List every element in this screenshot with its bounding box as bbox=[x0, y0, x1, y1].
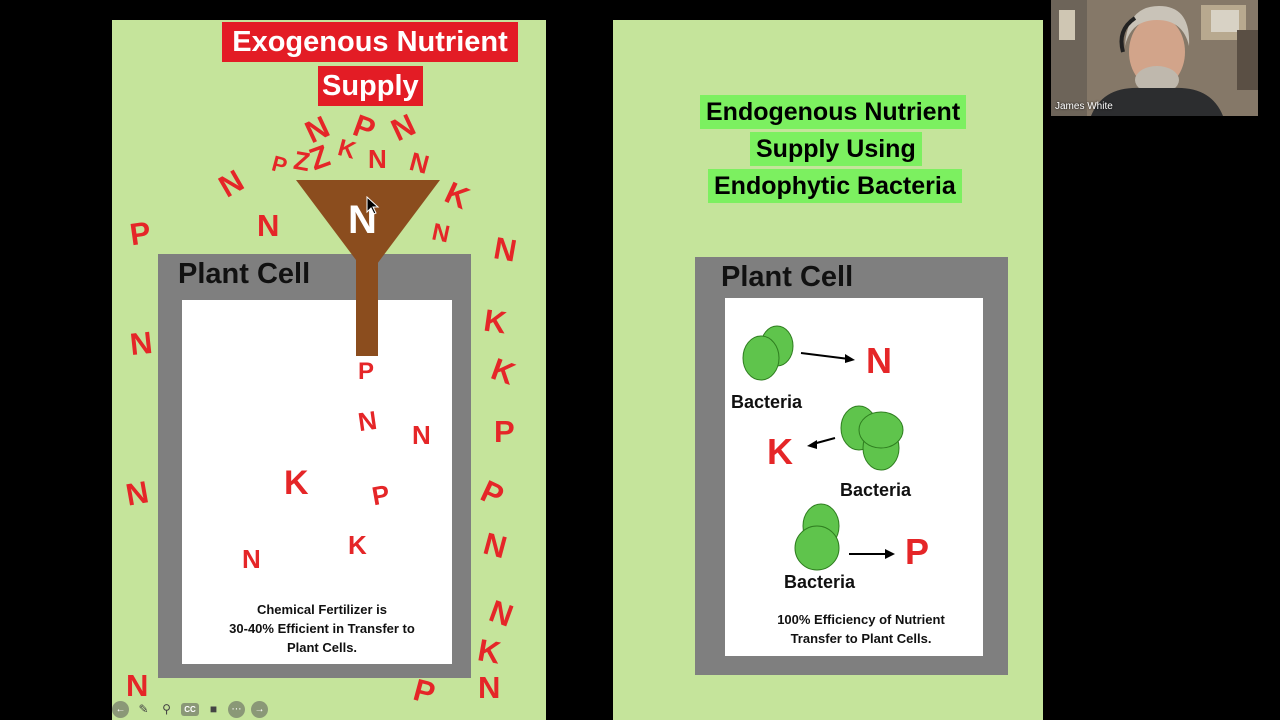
funnel-cone bbox=[296, 180, 440, 276]
endogenous-title-line2: Supply Using bbox=[750, 132, 922, 166]
letter-n: N bbox=[385, 106, 421, 149]
letter-p: P bbox=[127, 214, 154, 253]
letter-z: Z bbox=[291, 144, 313, 178]
caption-line: Plant Cells. bbox=[286, 640, 358, 655]
letter-n: N bbox=[491, 230, 520, 269]
letter-n: K bbox=[348, 530, 367, 560]
arrow-right-icon bbox=[800, 352, 855, 363]
caption-line: 100% Efficiency of Nutrient bbox=[777, 612, 945, 627]
letter-p: P bbox=[494, 414, 515, 449]
nutrient-n: N bbox=[866, 340, 892, 381]
letter-p: P bbox=[409, 671, 439, 712]
endogenous-title-line3: Endophytic Bacteria bbox=[708, 169, 962, 203]
letter-k: K bbox=[334, 134, 359, 165]
arrow-right-icon bbox=[849, 549, 895, 559]
webcam-thumbnail[interactable]: James White bbox=[1051, 0, 1258, 116]
letter-n: N bbox=[412, 420, 431, 450]
letter-n: K bbox=[486, 351, 520, 392]
letter-n: N bbox=[126, 668, 149, 703]
letter-n: N bbox=[478, 670, 501, 705]
funnel-spout bbox=[356, 260, 378, 356]
more-icon[interactable]: ⋯ bbox=[228, 700, 245, 718]
letter-n: N bbox=[484, 593, 518, 634]
nutrient-p: P bbox=[905, 531, 930, 572]
exogenous-title-line2: Supply bbox=[318, 66, 423, 106]
bacteria-label: Bacteria bbox=[731, 392, 803, 412]
participant-name: James White bbox=[1055, 101, 1113, 112]
letter-n: N bbox=[257, 208, 280, 243]
presentation-toolbar: ← ✎ ⚲ CC ■ ⋯ → bbox=[112, 699, 268, 719]
video-icon[interactable]: ■ bbox=[209, 702, 218, 716]
fertilizer-caption: Chemical Fertilizer is 30-40% Efficient … bbox=[202, 600, 442, 657]
caption-line: Transfer to Plant Cells. bbox=[790, 631, 932, 646]
plant-cell-label: Plant Cell bbox=[178, 258, 311, 290]
caption-line: 30-40% Efficient in Transfer to bbox=[229, 621, 415, 636]
endogenous-title-line1: Endogenous Nutrient bbox=[700, 95, 967, 129]
participant-video bbox=[1051, 0, 1258, 116]
letter-k: K bbox=[439, 174, 475, 217]
cc-icon[interactable]: CC bbox=[181, 702, 199, 716]
letter-n: P bbox=[475, 473, 510, 514]
letter-n: N bbox=[406, 146, 433, 180]
forward-icon[interactable]: → bbox=[251, 700, 268, 718]
letter-n: N bbox=[212, 162, 250, 205]
letter-k: K bbox=[481, 302, 509, 341]
nutrient-k: K bbox=[767, 431, 793, 472]
letter-n: N bbox=[368, 144, 387, 174]
search-icon[interactable]: ⚲ bbox=[162, 702, 171, 716]
letter-p: P bbox=[269, 150, 290, 179]
plant-cell-interior bbox=[182, 300, 452, 664]
plant-cell-box: Plant Cell bbox=[695, 257, 1008, 675]
left-slide: Exogenous Nutrient Supply Plant Cell Che… bbox=[112, 20, 546, 720]
letter-k: K bbox=[475, 632, 504, 671]
cursor-icon bbox=[366, 196, 380, 215]
back-icon[interactable]: ← bbox=[112, 700, 129, 718]
letter-p: K bbox=[284, 464, 309, 502]
efficiency-caption: 100% Efficiency of Nutrient Transfer to … bbox=[751, 610, 971, 648]
bacteria-label: Bacteria bbox=[840, 480, 912, 500]
pen-icon[interactable]: ✎ bbox=[138, 702, 149, 716]
bacteria-cluster-2 bbox=[840, 405, 904, 471]
funnel-graphic bbox=[296, 180, 440, 356]
arrow-left-icon bbox=[807, 437, 836, 449]
letter-n: N bbox=[429, 218, 453, 249]
letter-n: N bbox=[356, 404, 379, 438]
bacteria-label: Bacteria bbox=[784, 572, 856, 592]
caption-line: Chemical Fertilizer is bbox=[256, 602, 388, 617]
right-slide: Endogenous Nutrient Supply Using Endophy… bbox=[613, 20, 1043, 720]
letter-n: N bbox=[242, 544, 261, 574]
letter-k: N bbox=[479, 525, 511, 566]
plant-cell-label: Plant Cell bbox=[721, 261, 854, 293]
letter-k: N bbox=[123, 474, 152, 513]
bacteria-cluster-3 bbox=[794, 503, 840, 571]
letter-p: P bbox=[358, 358, 375, 385]
bacteria-cluster-1 bbox=[742, 325, 794, 381]
plant-cell-box: Plant Cell bbox=[158, 254, 471, 678]
letter-n: N bbox=[128, 324, 155, 363]
exogenous-title-line1: Exogenous Nutrient bbox=[222, 22, 518, 62]
